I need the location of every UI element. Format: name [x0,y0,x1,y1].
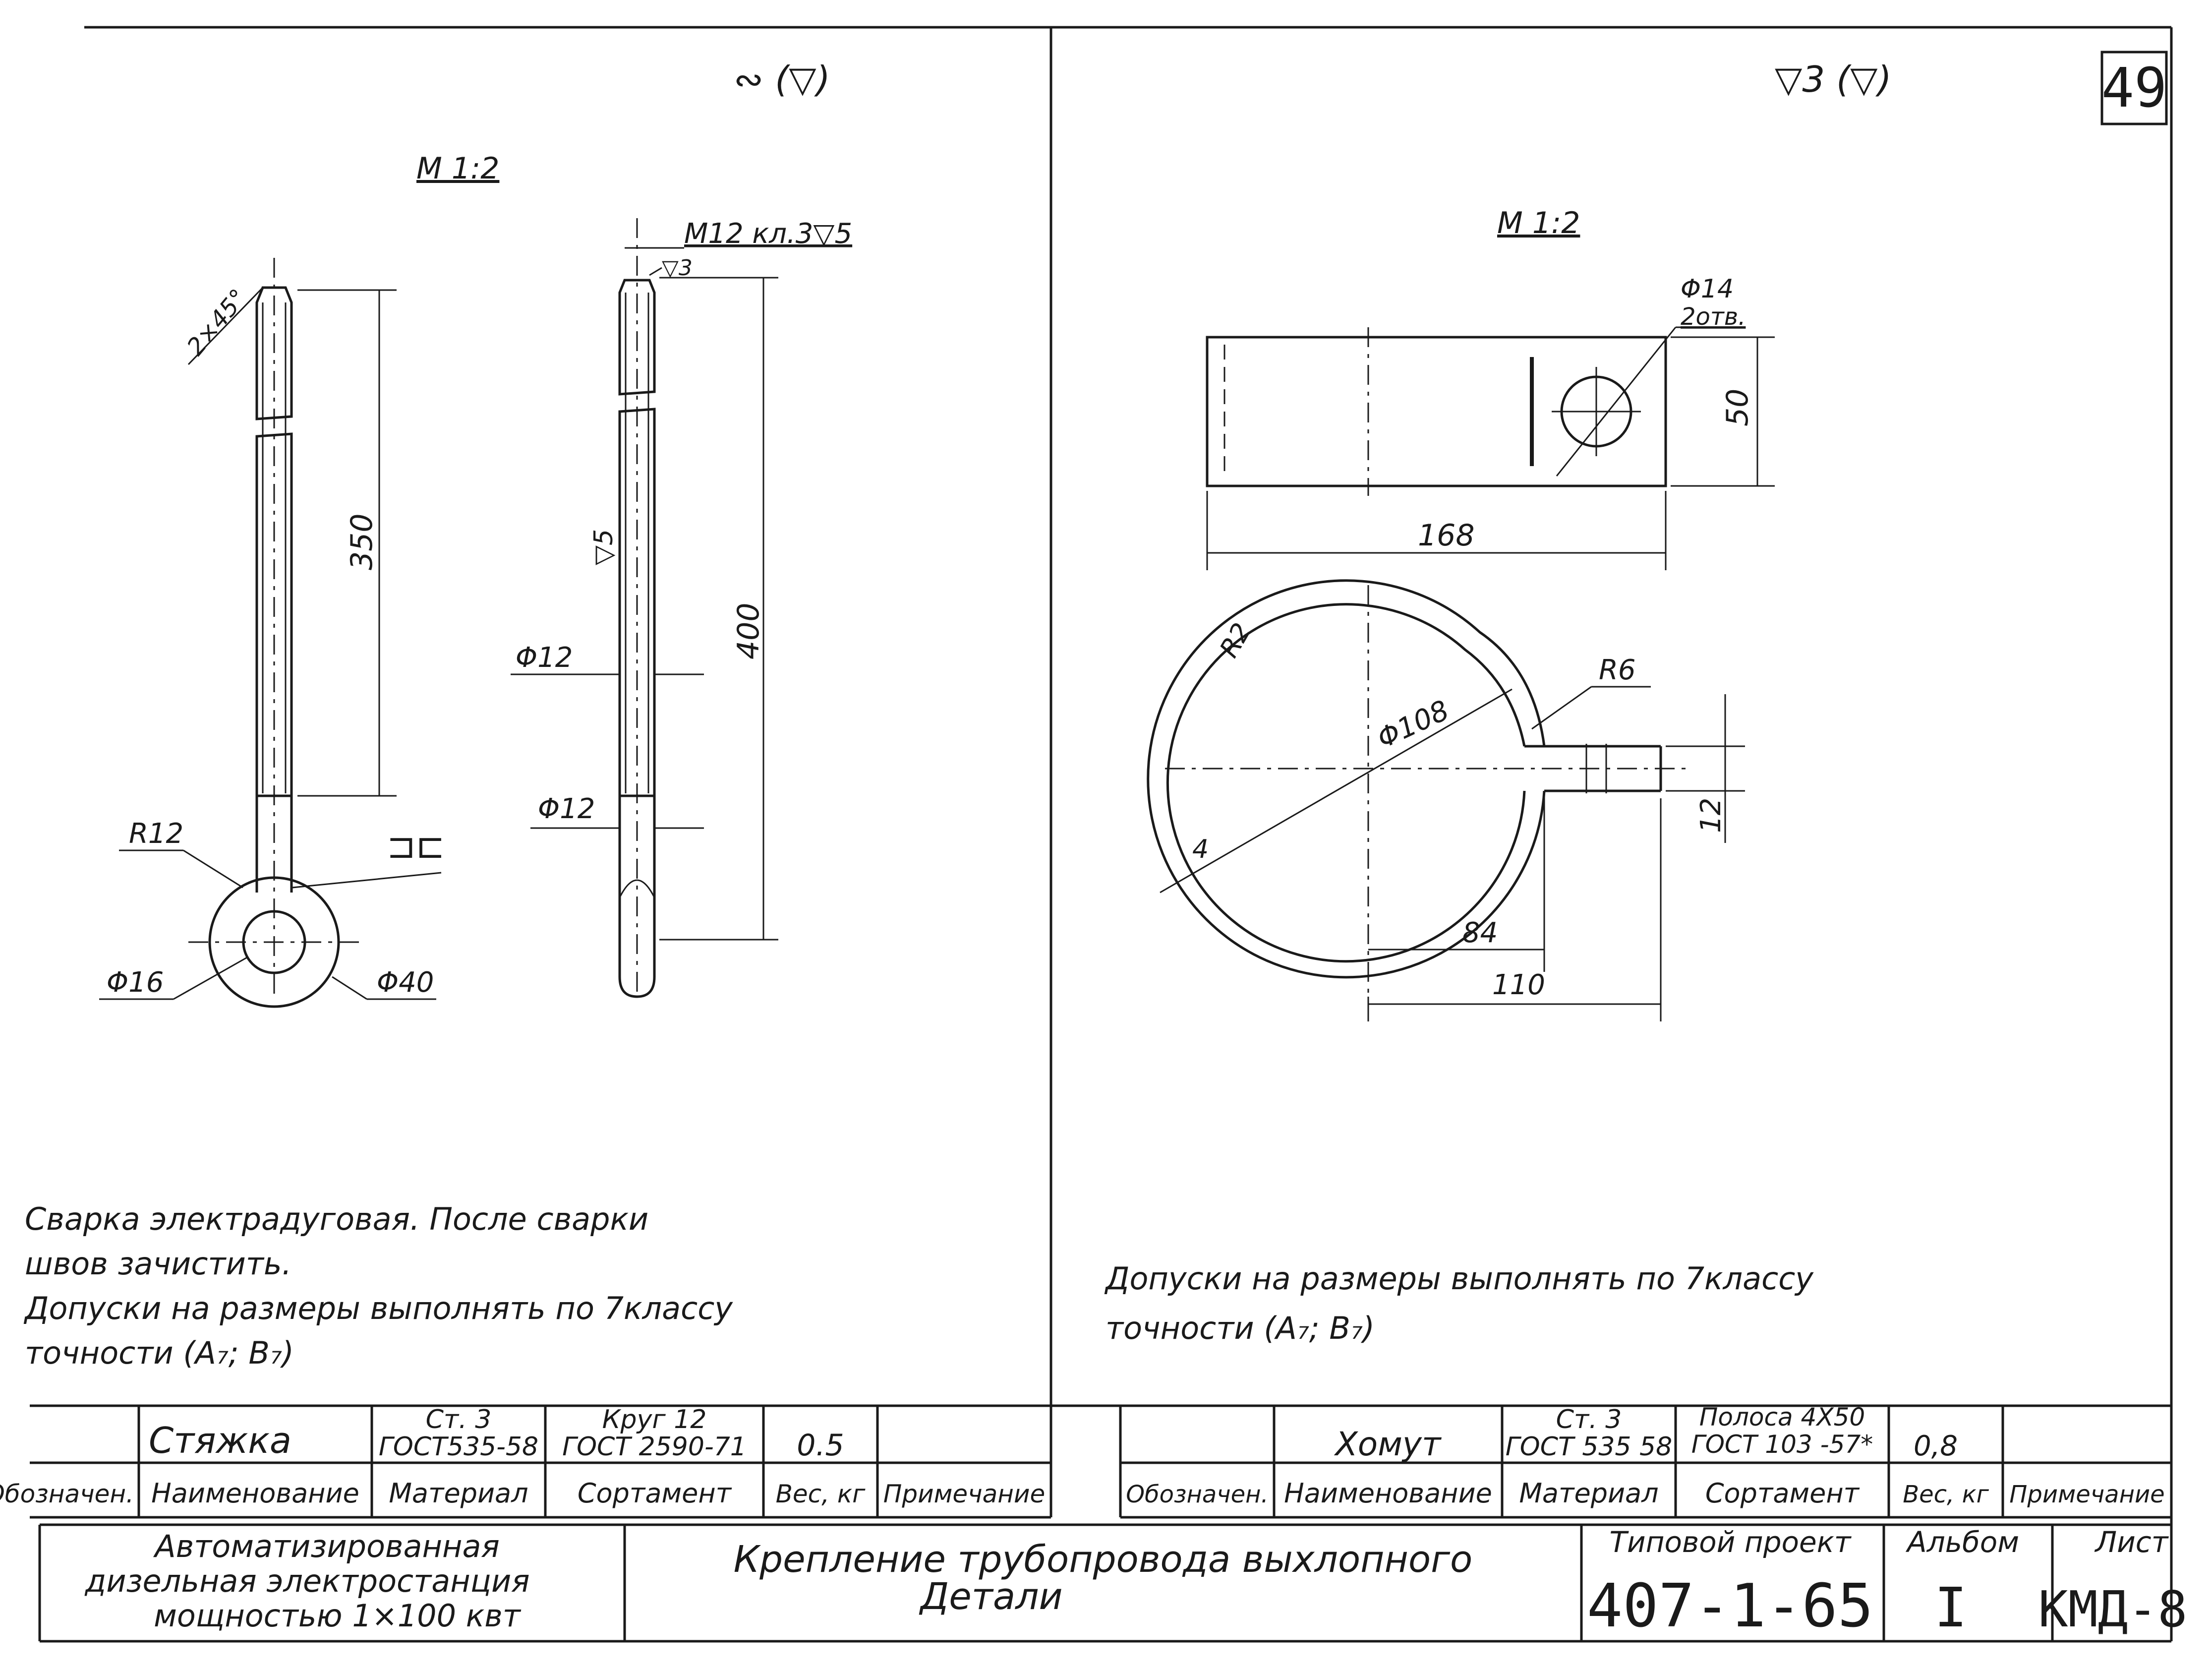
left-spec-weight: 0.5 [797,1428,844,1463]
left-spec-sortament-1: Круг 12 [602,1405,707,1434]
dim-350-line [297,289,397,797]
dim-tri3: ▽3 [662,255,693,281]
left-spec-sortament-2: ГОСТ 2590-71 [562,1432,747,1462]
dim-d16: Φ16 [107,966,164,999]
right-header-designation: Обозначен. [1126,1481,1269,1508]
right-note-1: Допуски на размеры выполнять по 7классу [1104,1260,1814,1297]
right-spec-weight: 0,8 [1914,1430,1958,1462]
sheet-value: КМД-8 [2038,1580,2187,1638]
right-header-sortament: Сортамент [1705,1478,1860,1509]
dim-50: 50 [1720,389,1755,426]
dim-t4: 4 [1192,835,1209,864]
title-block: Автоматизированная дизельная электростан… [38,1523,2188,1643]
right-spec-sortament-2: ГОСТ 103 -57* [1691,1430,1873,1459]
right-spec-sortament-1: Полоса 4Х50 [1699,1403,1865,1432]
left-header-name: Наименование [151,1478,359,1509]
left-header-designation: Обозначен. [0,1480,134,1508]
strip-plan-view [1206,326,1735,496]
left-header-weight: Вес, кг [776,1480,866,1508]
object-line-2: дизельная электростанция [84,1563,529,1599]
left-note-4: точности (А₇; В₇) [25,1335,294,1371]
dim-400-line [659,277,778,941]
dim-d12b: Φ12 [538,793,595,825]
right-header-name: Наименование [1284,1478,1492,1509]
left-drawing: ∾ (▽) М 1:2 2×45° 350 R12 Φ16 [23,59,852,1371]
sheet-number: 49 [2101,56,2167,119]
right-surface-mark: ▽3 (▽) [1775,59,1892,100]
rod-side-view [618,218,656,998]
right-note-2: точности (А₇; В₇) [1106,1310,1375,1346]
right-drawing: ▽3 (▽) М 1:2 Φ14 2отв. 50 168 [1104,59,1892,1346]
left-surface-mark: ∾ (▽) [734,59,830,100]
dim-r6: R6 [1599,654,1636,686]
album-value: I [1934,1576,1967,1639]
dim-hole: Φ14 [1681,274,1734,304]
dim-chamfer: 2×45° [181,284,252,360]
left-note-1: Сварка электрадуговая. После сварки [25,1201,648,1237]
dim-12: 12 [1695,798,1727,833]
right-header-note: Примечание [2009,1481,2164,1508]
dim-400: 400 [731,602,766,659]
dim-d40: Φ40 [377,966,434,999]
sheet-label: Лист [2095,1525,2169,1559]
rod-front-view [188,258,362,1008]
dim-tri5: ▽5 [589,529,619,565]
weld-symbol: ⊐⊏ [387,826,445,866]
left-header-sortament: Сортамент [578,1478,732,1509]
right-spec-material-1: Ст. 3 [1556,1405,1622,1434]
spec-table-right: Хомут Ст. 3 ГОСТ 535 58 Полоса 4Х50 ГОСТ… [1119,1403,2171,1519]
left-note-2: швов зачистить. [25,1246,291,1282]
dim-holes-count: 2отв. [1681,303,1746,331]
right-header-weight: Вес, кг [1903,1481,1989,1508]
dim-84: 84 [1462,917,1498,949]
dim-110: 110 [1492,969,1545,1001]
left-scale: М 1:2 [416,151,499,186]
dim-350: 350 [345,513,379,570]
right-header-material: Материал [1519,1478,1658,1509]
clamp-ring-view [1147,579,1686,997]
left-spec-name: Стяжка [149,1420,291,1461]
dim-168: 168 [1418,518,1475,553]
object-line-3: мощностью 1×100 квт [154,1598,522,1634]
left-spec-material-1: Ст. 3 [426,1405,492,1434]
left-header-material: Материал [389,1478,528,1509]
spec-table-left: Стяжка Ст. 3 ГОСТ535-58 Круг 12 ГОСТ 259… [0,1405,1051,1519]
dim-r12: R12 [129,818,183,850]
project-value: 407-1-65 [1587,1572,1873,1641]
sheet-number-box: 49 [2100,51,2168,125]
left-header-note: Примечание [883,1480,1045,1508]
album-label: Альбом [1905,1525,2019,1559]
right-scale: М 1:2 [1497,206,1580,240]
sheet-frame [30,26,2173,1641]
object-line-1: Автоматизированная [153,1528,500,1564]
dim-d12a: Φ12 [516,642,573,674]
drawing-title: Крепление трубопровода выхлопного [734,1538,1473,1581]
project-label: Типовой проект [1609,1525,1852,1559]
right-spec-material-2: ГОСТ 535 58 [1506,1432,1672,1462]
dim-thread: М12 кл.3▽5 [684,218,852,250]
left-spec-material-2: ГОСТ535-58 [379,1432,538,1462]
left-note-3: Допуски на размеры выполнять по 7классу [23,1290,733,1326]
drawing-subtitle: Детали [919,1575,1062,1618]
right-spec-name: Хомут [1334,1425,1442,1463]
